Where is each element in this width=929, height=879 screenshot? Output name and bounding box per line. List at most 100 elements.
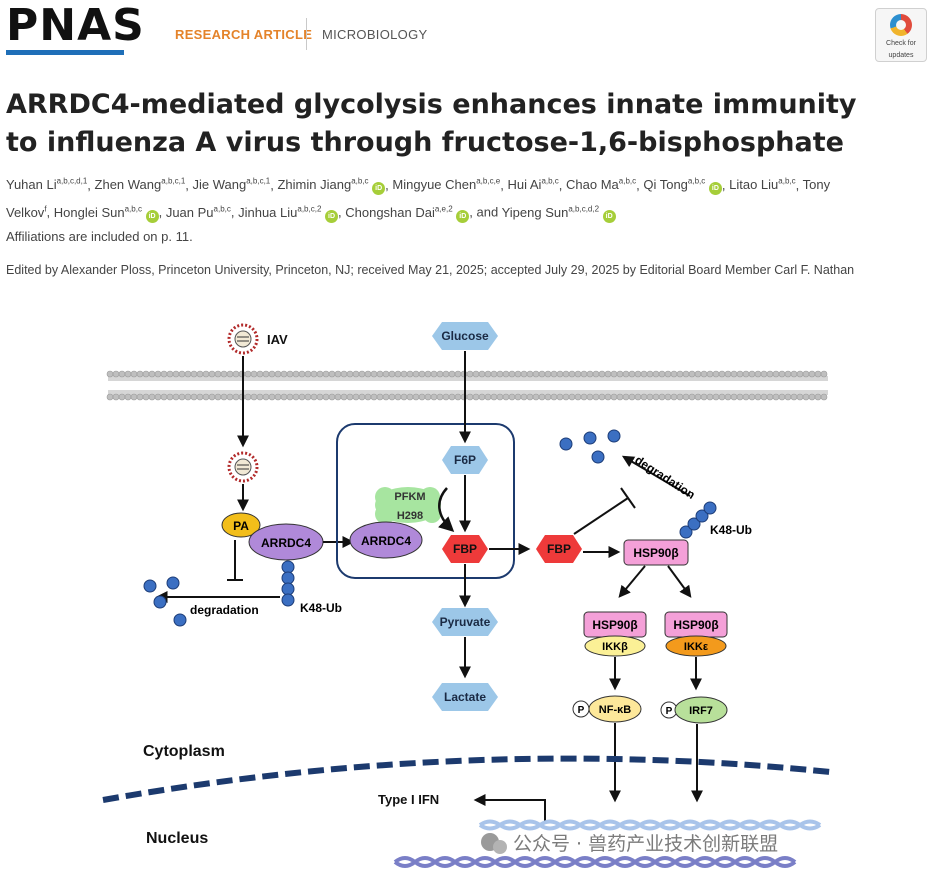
author-entry[interactable]: Honglei Suna,b,c iD	[53, 204, 159, 223]
lipid-head	[352, 393, 360, 401]
lipid-head	[634, 393, 642, 401]
author-name[interactable]: Chongshan Dai	[345, 204, 435, 220]
author-entry[interactable]: Zhimin Jianga,b,c iD	[277, 177, 386, 196]
lipid-head	[478, 393, 486, 401]
lipid-head	[682, 393, 690, 401]
lipid-head	[484, 393, 492, 401]
author-affiliation-marks: a,b,c	[124, 204, 142, 214]
author-name[interactable]: Zhen Wang	[94, 177, 162, 193]
author-entry[interactable]: Jie Wanga,b,c,1	[193, 177, 271, 192]
author-entry[interactable]: Tony Velkovf	[6, 177, 830, 219]
lipid-head	[262, 393, 270, 401]
orcid-icon[interactable]: iD	[708, 182, 722, 196]
lipid-head	[574, 370, 582, 378]
author-name[interactable]: Chao Ma	[566, 177, 619, 193]
lipid-head	[430, 370, 438, 378]
lipid-head	[316, 370, 324, 378]
author-name[interactable]: Juan Pu	[165, 204, 214, 220]
lipid-head	[562, 370, 570, 378]
author-entry[interactable]: Qi Tonga,b,c iD	[643, 177, 722, 196]
f6p-label: F6P	[454, 453, 476, 467]
lipid-head	[496, 393, 504, 401]
irf7-node	[674, 696, 728, 724]
glucose-node	[432, 322, 498, 350]
author-list: Yuhan Lia,b,c,d,1, Zhen Wanga,b,c,1, Jie…	[6, 170, 918, 225]
author-name[interactable]: Yipeng Sun	[501, 204, 569, 220]
lipid-head	[256, 370, 264, 378]
lipid-head	[442, 370, 450, 378]
lipid-head	[346, 370, 354, 378]
orcid-icon[interactable]: iD	[325, 209, 339, 223]
author-entry[interactable]: Zhen Wanga,b,c,1	[95, 177, 186, 192]
lipid-head	[760, 370, 768, 378]
author-affiliation-marks: a,b,c,d,1	[56, 177, 88, 186]
lipid-head	[682, 370, 690, 378]
orcid-icon[interactable]: iD	[602, 209, 616, 223]
author-entry[interactable]: Yuhan Lia,b,c,d,1	[6, 177, 87, 192]
lipid-head	[448, 393, 456, 401]
lipid-head	[646, 370, 654, 378]
lipid-head	[274, 370, 282, 378]
lipid-head	[514, 370, 522, 378]
lipid-head	[736, 370, 744, 378]
lipid-head	[628, 393, 636, 401]
author-separator: ,	[158, 204, 166, 220]
author-name[interactable]: Zhimin Jiang	[277, 177, 352, 193]
irf7-label: IRF7	[689, 705, 713, 717]
lipid-head	[700, 370, 708, 378]
author-name[interactable]: Tony Velkov	[6, 177, 831, 220]
lipid-head	[178, 370, 186, 378]
author-name[interactable]: Yuhan Li	[6, 177, 57, 193]
lipid-head	[592, 370, 600, 378]
lipid-head	[568, 393, 576, 401]
lipid-head	[634, 370, 642, 378]
lipid-head	[196, 370, 204, 378]
lipid-head	[754, 370, 762, 378]
orcid-icon[interactable]: iD	[456, 209, 470, 223]
iav-virus-inner-icon	[227, 451, 259, 483]
pa-protein	[221, 512, 261, 538]
k48-ub-chain-left	[281, 560, 295, 607]
lipid-head	[676, 393, 684, 401]
phospho-irf7-label: P	[666, 706, 673, 717]
pnas-logo[interactable]: PNAS	[6, 4, 144, 55]
check-for-updates-button[interactable]: Check for updates	[875, 8, 927, 62]
author-entry[interactable]: Yipeng Suna,b,c,d,2 iD	[501, 204, 616, 223]
lipid-head	[292, 370, 300, 378]
lipid-head	[208, 393, 216, 401]
author-name[interactable]: Litao Liu	[729, 177, 779, 193]
author-entry[interactable]: Mingyue Chena,b,c,e	[392, 177, 500, 192]
lipid-head	[214, 393, 222, 401]
author-entry[interactable]: Jinhua Liua,b,c,2 iD	[238, 204, 339, 223]
orcid-icon[interactable]: iD	[145, 209, 159, 223]
orcid-icon[interactable]: iD	[372, 182, 386, 196]
lipid-head	[142, 370, 150, 378]
subject-label[interactable]: MICROBIOLOGY	[322, 27, 428, 42]
author-name[interactable]: Jie Wang	[192, 177, 247, 193]
author-name[interactable]: Hui Ai	[507, 177, 542, 193]
pfkm-enzyme	[375, 487, 441, 524]
author-name[interactable]: Honglei Sun	[53, 204, 125, 220]
author-entry[interactable]: Juan Pua,b,c	[165, 204, 231, 220]
lipid-head	[472, 393, 480, 401]
article-title-line-1: ARRDC4-mediated glycolysis enhances inna…	[6, 89, 857, 120]
author-name[interactable]: Mingyue Chen	[392, 177, 477, 193]
author-entry[interactable]: Hui Aia,b,c	[507, 177, 558, 192]
lipid-head	[316, 393, 324, 401]
lipid-head	[382, 393, 390, 401]
author-entry[interactable]: Chao Maa,b,c	[566, 177, 636, 192]
lipid-head	[694, 370, 702, 378]
lipid-head	[472, 370, 480, 378]
affiliations-note[interactable]: Affiliations are included on p. 11.	[6, 229, 193, 244]
author-affiliation-marks: a,b,c,1	[161, 177, 186, 186]
author-entry[interactable]: Chongshan Daia,e,2 iD	[345, 204, 470, 223]
arrdc4-inner-protein	[349, 521, 423, 559]
lipid-head	[148, 370, 156, 378]
author-name[interactable]: Jinhua Liu	[238, 204, 298, 220]
author-entry[interactable]: Litao Liua,b,c	[729, 177, 796, 192]
lipid-head	[790, 370, 798, 378]
article-type-label[interactable]: RESEARCH ARTICLE	[175, 27, 313, 42]
author-name[interactable]: Qi Tong	[643, 177, 688, 193]
lipid-head	[538, 393, 546, 401]
lipid-head	[616, 370, 624, 378]
